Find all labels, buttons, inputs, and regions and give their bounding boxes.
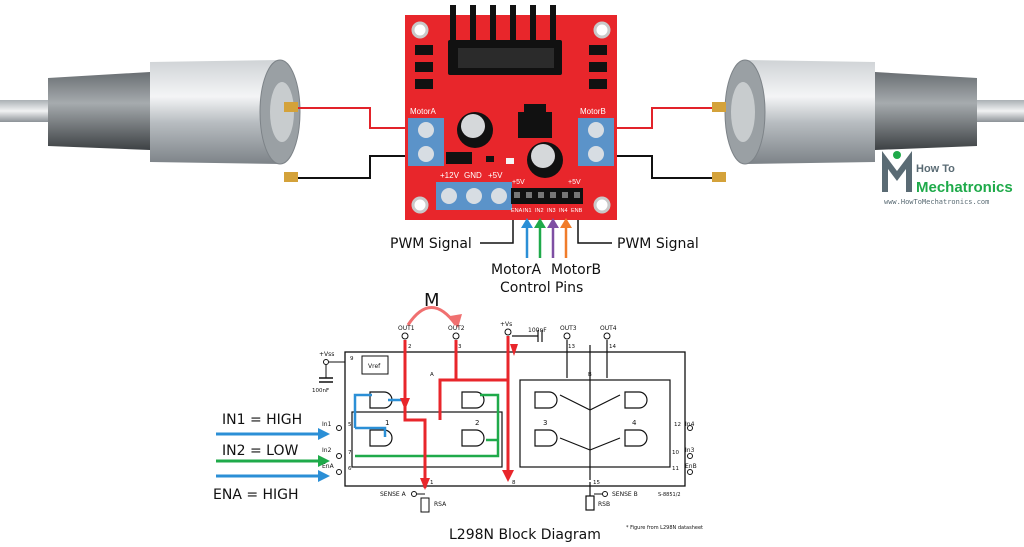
motor-b	[712, 59, 1024, 182]
pin-num-11: 11	[672, 466, 679, 472]
input-in1-label: In1	[322, 421, 332, 428]
bridge-num-3: 3	[543, 419, 547, 427]
logo-url: www.HowToMechatronics.com	[884, 198, 989, 206]
pin-out3-label: OUT3	[560, 325, 577, 332]
state-ena-label: ENA = HIGH	[213, 487, 299, 503]
power-pin-gnd: GND	[464, 171, 482, 180]
pwm-signal-right-label: PWM Signal	[617, 236, 699, 252]
input-in3-label: In3	[685, 447, 695, 454]
motor-a	[0, 59, 301, 182]
input-enb-label: EnB	[685, 463, 697, 470]
rsb-label: RSB	[598, 501, 610, 508]
sense-b-label: SENSE B	[612, 491, 638, 498]
node-a-label: A	[430, 372, 434, 378]
bridge-num-2: 2	[475, 419, 479, 427]
input-ena-label: EnA	[322, 463, 335, 470]
ref-code-label: S-8851/2	[658, 492, 681, 498]
state-in2-label: IN2 = LOW	[222, 443, 298, 459]
logo-line-1: How To	[916, 163, 955, 175]
motor-a-pins-label: MotorA	[491, 262, 541, 278]
bridge-num-4: 4	[632, 419, 637, 427]
pin-num-14: 14	[609, 344, 616, 350]
bridge-num-1: 1	[385, 419, 389, 427]
pin-out2-label: OUT2	[448, 325, 465, 332]
block-diagram: M OUT1 OUT2 +Vs OUT3 OUT4 100nF +Vss	[213, 290, 703, 543]
motor-a-board-label: MotorA	[410, 107, 436, 116]
pwm-signal-left-label: PWM Signal	[390, 236, 472, 252]
rsa-label: RSA	[434, 501, 447, 508]
pin-num-3: 3	[458, 344, 462, 350]
pin-num-7: 7	[348, 450, 352, 456]
sense-a-label: SENSE A	[380, 491, 407, 498]
jumper-5v-a: +5V	[512, 179, 525, 186]
pin-num-8: 8	[512, 480, 516, 486]
pin-num-12: 12	[674, 422, 681, 428]
pin-num-13: 13	[568, 344, 575, 350]
vss-label: +Vss	[319, 351, 334, 358]
motor-symbol-label: M	[424, 290, 440, 311]
control-arrows	[480, 218, 612, 258]
pin-num-15: 15	[593, 480, 600, 486]
header-pin-in3: IN3	[547, 208, 556, 214]
motor-b-pins-label: MotorB	[551, 262, 601, 278]
motor-b-board-label: MotorB	[580, 107, 606, 116]
pin-out4-label: OUT4	[600, 325, 617, 332]
power-pin-5v: +5V	[488, 171, 503, 180]
pin-num-6: 6	[348, 466, 352, 472]
header-pin-in1: IN1	[523, 208, 532, 214]
header-pin-ena: ENA	[511, 208, 523, 214]
control-pins-label: Control Pins	[500, 280, 583, 296]
howtomechatronics-logo: How To Mechatronics www.HowToMechatronic…	[882, 151, 1013, 206]
pin-num-1: 1	[430, 480, 434, 486]
motor-wires	[298, 107, 712, 179]
pin-out1-label: OUT1	[398, 325, 415, 332]
power-pin-12v: +12V	[440, 171, 460, 180]
header-pin-enb: ENB	[571, 208, 583, 214]
state-in1-label: IN1 = HIGH	[222, 412, 302, 428]
logo-emblem-icon	[882, 151, 912, 192]
pin-vs-label: +Vs	[500, 321, 512, 328]
input-in4-label: In4	[685, 421, 695, 428]
pin-num-10: 10	[672, 450, 679, 456]
jumper-5v-b: +5V	[568, 179, 581, 186]
pin-num-5: 5	[348, 422, 352, 428]
l298n-board: MotorA MotorB +12V GND +5V +5V +5V ENA I…	[405, 5, 617, 220]
input-in2-label: In2	[322, 447, 332, 454]
header-pin-in4: IN4	[559, 208, 568, 214]
header-pin-in2: IN2	[535, 208, 544, 214]
cap-left-label: 100nF	[312, 388, 329, 394]
pin-num-9: 9	[350, 356, 354, 362]
vref-label: Vref	[368, 363, 381, 370]
node-b-label: B	[588, 372, 592, 378]
datasheet-footnote: * Figure from L298N datasheet	[626, 525, 703, 531]
block-diagram-caption: L298N Block Diagram	[449, 527, 601, 543]
pin-num-2: 2	[408, 344, 412, 350]
logo-line-2: Mechatronics	[916, 179, 1013, 196]
